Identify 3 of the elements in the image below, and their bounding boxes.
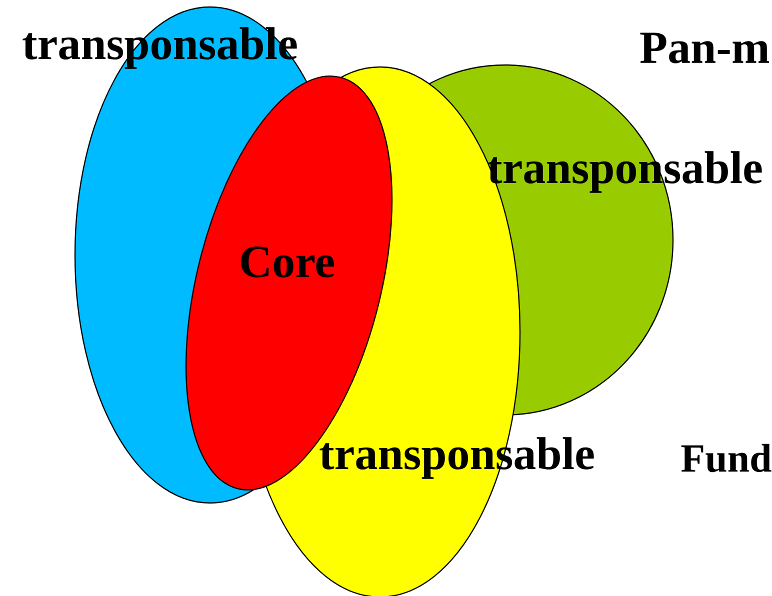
heading-text: Fund xyxy=(681,444,772,472)
set-label: Core xyxy=(241,246,334,278)
heading-text: Pan-m xyxy=(640,32,769,64)
